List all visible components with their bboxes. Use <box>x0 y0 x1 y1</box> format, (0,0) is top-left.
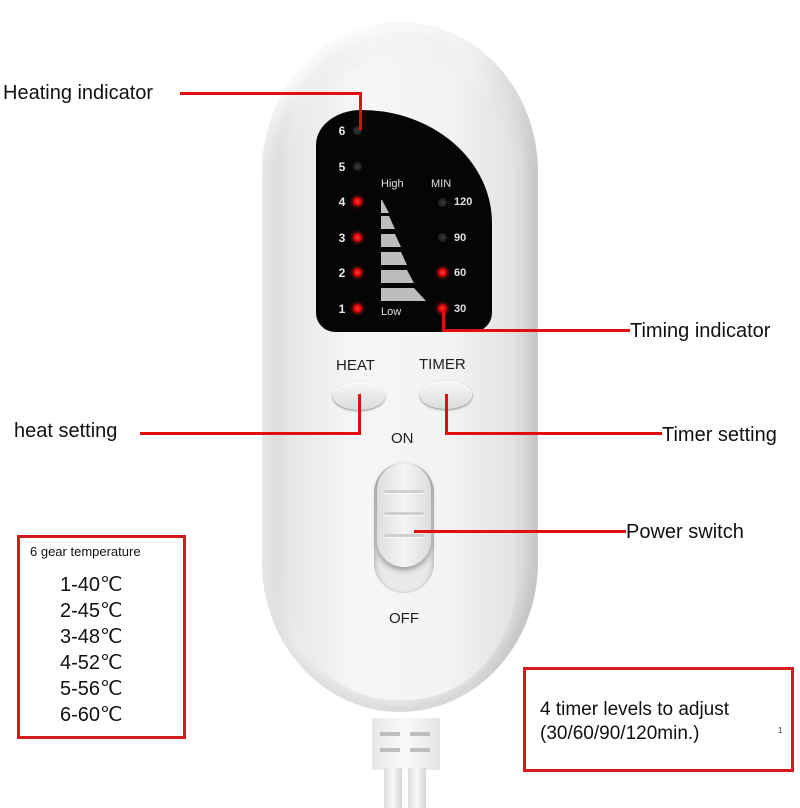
timer-led-60 <box>438 268 447 277</box>
level-bar <box>381 270 414 283</box>
switch-off-label: OFF <box>389 610 419 627</box>
timer-value: 30 <box>454 303 467 315</box>
temperature-box-title: 6 gear temperature <box>30 544 141 559</box>
callout-line <box>442 309 445 332</box>
power-cable-left <box>384 768 402 808</box>
heat-level-number: 6 <box>338 124 346 138</box>
callout-line <box>358 394 361 435</box>
footnote-mark: 1 <box>778 726 783 735</box>
min-label: MIN <box>431 178 452 190</box>
callout-line <box>140 432 361 435</box>
timer-box-text: 4 timer levels to adjust (30/60/90/120mi… <box>540 698 729 746</box>
heat-level-number: 3 <box>338 231 346 245</box>
callout-line <box>414 530 626 533</box>
level-bar <box>381 200 389 213</box>
callout-line <box>445 394 448 435</box>
gear-item: 3-48℃ <box>60 626 123 648</box>
gear-item: 6-60℃ <box>60 704 123 726</box>
temperature-gear-list: 1-40℃ 2-45℃ 3-48℃ 4-52℃ 5-56℃ 6-60℃ <box>60 572 123 728</box>
switch-ridge <box>384 512 424 516</box>
timer-button-label: TIMER <box>419 356 466 373</box>
callout-line <box>445 432 662 435</box>
timer-info-box: 4 timer levels to adjust (30/60/90/120mi… <box>523 667 794 772</box>
timer-led-90 <box>438 233 447 242</box>
switch-ridge <box>384 490 424 494</box>
gear-item: 4-52℃ <box>60 652 123 674</box>
low-label: Low <box>381 306 402 318</box>
timer-box-line2: (30/60/90/120min.) <box>540 723 700 744</box>
callout-line <box>180 92 362 95</box>
timer-led-30 <box>438 304 447 313</box>
heat-level-number: 1 <box>338 302 346 316</box>
heat-level-number: 5 <box>338 160 346 174</box>
high-label: High <box>381 178 404 190</box>
heat-led-3 <box>353 233 362 242</box>
timer-led-120 <box>438 198 447 207</box>
callout-line <box>359 92 362 130</box>
power-switch-callout: Power switch <box>626 521 744 543</box>
heat-led-5 <box>353 162 362 171</box>
timer-value: 120 <box>454 196 473 208</box>
heating-indicator-callout: Heating indicator <box>3 82 154 104</box>
heat-led-1 <box>353 304 362 313</box>
switch-on-label: ON <box>391 430 414 447</box>
heat-led-2 <box>353 268 362 277</box>
timing-indicator-callout: Timing indicator <box>630 320 771 342</box>
heat-led-4 <box>353 197 362 206</box>
heat-level-number: 2 <box>338 266 346 280</box>
gear-item: 5-56℃ <box>60 678 123 700</box>
timer-value: 90 <box>454 232 467 244</box>
heat-led-6 <box>353 126 362 135</box>
level-bar <box>381 234 401 247</box>
switch-ridge <box>384 534 424 538</box>
power-cable-right <box>408 768 426 808</box>
heat-level-number: 4 <box>338 195 346 209</box>
cable-strain-relief <box>372 718 440 770</box>
timer-setting-callout: Timer setting <box>662 424 777 446</box>
gear-item: 1-40℃ <box>60 574 123 596</box>
level-bar <box>381 288 426 301</box>
gear-item: 2-45℃ <box>60 600 123 622</box>
level-bar <box>381 252 407 265</box>
callout-line <box>442 329 630 332</box>
timer-box-line1: 4 timer levels to adjust <box>540 699 730 720</box>
heat-button-label: HEAT <box>336 357 375 374</box>
timer-value: 60 <box>454 267 467 279</box>
heat-setting-callout: heat setting <box>14 420 118 442</box>
temperature-info-box: 6 gear temperature 1-40℃ 2-45℃ 3-48℃ 4-5… <box>17 535 186 739</box>
